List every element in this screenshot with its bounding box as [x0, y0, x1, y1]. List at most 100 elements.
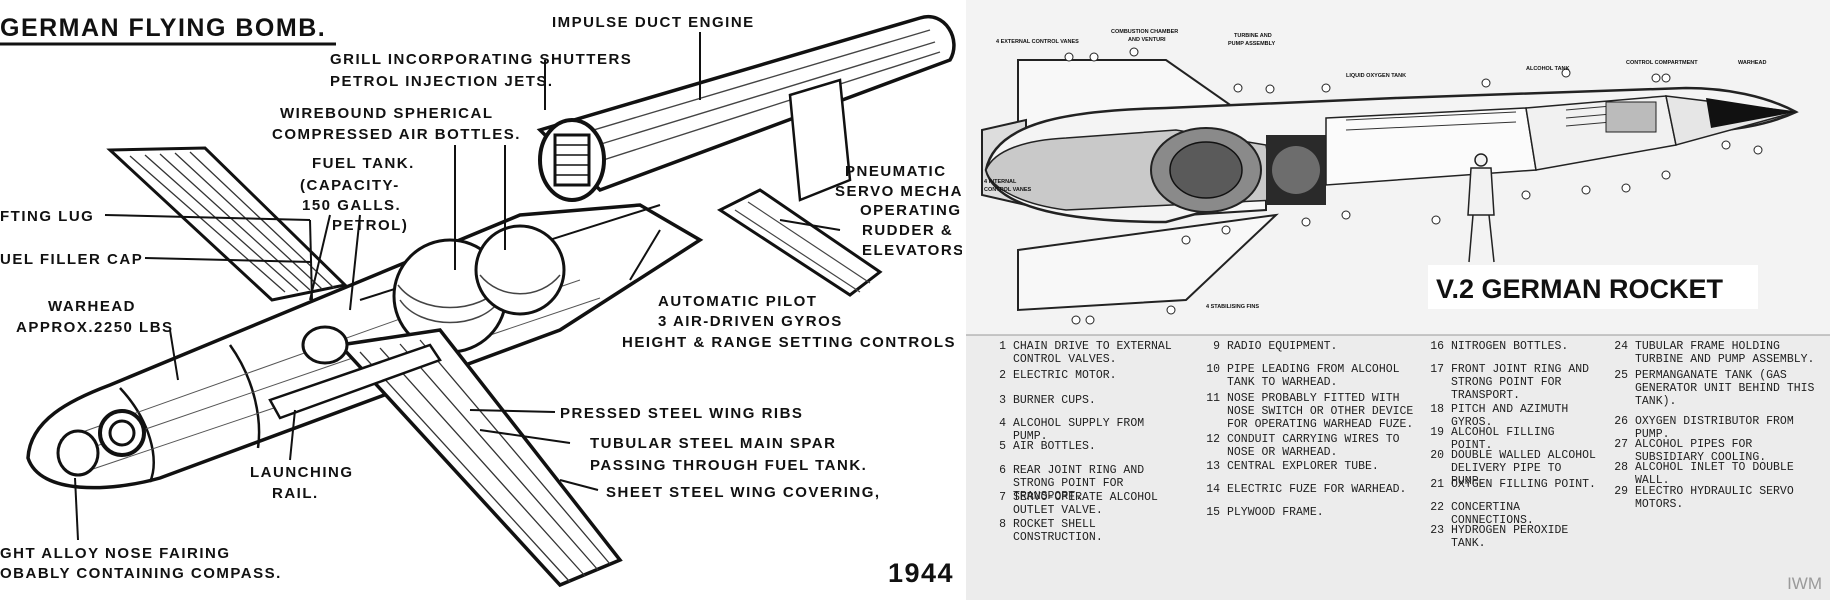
label-pilot-2: 3 AIR-DRIVEN GYROS — [658, 313, 843, 330]
legend-item-text: TUBULAR FRAME HOLDING TURBINE AND PUMP A… — [1635, 340, 1815, 366]
legend-item: 14 ELECTRIC FUZE FOR WARHEAD. — [1198, 483, 1414, 496]
legend-item-text: ALCOHOL SUPPLY FROM PUMP. — [1013, 417, 1145, 443]
label-pilot-3: HEIGHT & RANGE SETTING CONTROLS — [622, 334, 956, 351]
callout-warhead: WARHEAD — [1738, 60, 1766, 66]
legend-item-text: PITCH AND AZIMUTH GYROS. — [1451, 403, 1569, 429]
label-fuel-tank-3: 150 GALLS. — [302, 197, 401, 214]
callout-alcohol-tank: ALCOHOL TANK — [1526, 66, 1570, 72]
callout-int-vanes-2: CONTROL VANES — [984, 187, 1031, 193]
legend-item-text: CHAIN DRIVE TO EXTERNAL CONTROL VALVES. — [1013, 340, 1172, 366]
legend-item-number: 6 — [999, 464, 1006, 477]
iwm-watermark: IWM — [1787, 574, 1822, 593]
leader-lines — [74, 32, 841, 541]
legend-item-text: CONDUIT CARRYING WIRES TO NOSE OR WARHEA… — [1227, 433, 1400, 459]
rocket-body — [984, 86, 1799, 224]
callout-turbine-1: TURBINE AND — [1234, 33, 1272, 39]
nose-fairing — [56, 409, 146, 477]
callout-turbine-2: PUMP ASSEMBLY — [1228, 41, 1276, 47]
legend-item-number: 28 — [1614, 461, 1628, 474]
label-pneumatic-2: SERVO MECHAN — [835, 183, 962, 200]
legend-item-text: ELECTRIC FUZE FOR WARHEAD. — [1227, 483, 1407, 496]
legend-item-text: AIR BOTTLES. — [1013, 440, 1096, 453]
legend-item-number: 4 — [999, 417, 1006, 430]
callout-fins: 4 STABILISING FINS — [1206, 304, 1259, 310]
legend-item-number: 8 — [999, 518, 1006, 531]
label-grill-2: PETROL INJECTION JETS. — [330, 73, 554, 90]
label-fuel-tank-2: (CAPACITY- — [300, 177, 400, 194]
legend-item-number: 7 — [999, 491, 1006, 504]
legend-item-text: ROCKET SHELL CONSTRUCTION. — [1013, 518, 1103, 544]
legend-item-number: 10 — [1206, 363, 1220, 376]
legend-item-text: FRONT JOINT RING AND STRONG POINT FOR TR… — [1451, 363, 1590, 402]
legend: 1 CHAIN DRIVE TO EXTERNAL CONTROL VALVES.… — [984, 340, 1824, 590]
rocket-title: V.2 GERMAN ROCKET — [1436, 274, 1724, 304]
legend-item-number: 18 — [1430, 403, 1444, 416]
legend-item-number: 9 — [1213, 340, 1220, 353]
label-rail-1: LAUNCHING — [250, 464, 354, 481]
legend-item-number: 11 — [1206, 392, 1220, 405]
legend-item-text: HYDROGEN PEROXIDE TANK. — [1451, 524, 1569, 550]
callout-int-vanes-1: 4 INTERNAL — [984, 179, 1017, 185]
label-fuel-tank-1: FUEL TANK. — [312, 155, 415, 172]
legend-item-text: ALCOHOL INLET TO DOUBLE WALL. — [1635, 461, 1794, 487]
label-wirebound-2: COMPRESSED AIR BOTTLES. — [272, 126, 521, 143]
callout-ext-vanes: 4 EXTERNAL CONTROL VANES — [996, 39, 1079, 45]
legend-item-number: 1 — [999, 340, 1006, 353]
label-lifting-lug: FTING LUG — [0, 208, 94, 225]
legend-item-number: 20 — [1430, 449, 1444, 462]
legend-item-text: NOSE PROBABLY FITTED WITH NOSE SWITCH OR… — [1227, 392, 1414, 431]
legend-item-text: BURNER CUPS. — [1013, 394, 1096, 407]
legend-item: 11 NOSE PROBABLY FITTED WITH NOSE SWITCH … — [1198, 392, 1414, 431]
legend-item-text: OXYGEN DISTRIBUTOR FROM PUMP. — [1635, 415, 1794, 441]
label-pilot-1: AUTOMATIC PILOT — [658, 293, 817, 310]
legend-item: 4 ALCOHOL SUPPLY FROM PUMP. — [984, 417, 1184, 443]
scale-figure — [1467, 153, 1495, 263]
legend-item: 20 DOUBLE WALLED ALCOHOL DELIVERY PIPE TO… — [1422, 449, 1600, 488]
label-spar-2: PASSING THROUGH FUEL TANK. — [590, 457, 867, 474]
legend-item-number: 14 — [1206, 483, 1220, 496]
label-fuel-filler: UEL FILLER CAP — [0, 251, 143, 268]
v2-rocket-drawing: 4 EXTERNAL CONTROL VANES COMBUSTION CHAM… — [966, 0, 1830, 600]
legend-item: 3 BURNER CUPS. — [984, 394, 1184, 407]
flying-bomb-title: GERMAN FLYING BOMB. — [0, 14, 326, 42]
legend-item-number: 2 — [999, 369, 1006, 382]
callout-control-comp: CONTROL COMPARTMENT — [1626, 60, 1698, 66]
label-wing-ribs: PRESSED STEEL WING RIBS — [560, 405, 803, 422]
legend-item-text: ELECTRIC MOTOR. — [1013, 369, 1117, 382]
label-warhead-1: WARHEAD — [48, 298, 136, 315]
label-rail-2: RAIL. — [272, 485, 319, 502]
legend-item-text: DOUBLE WALLED ALCOHOL DELIVERY PIPE TO P… — [1451, 449, 1596, 488]
legend-item: 27 ALCOHOL PIPES FOR SUBSIDIARY COOLING. — [1606, 438, 1816, 464]
label-pneumatic-3: OPERATING — [860, 202, 962, 219]
legend-item-text: NITROGEN BOTTLES. — [1451, 340, 1569, 353]
year-label: 1944 — [888, 558, 954, 588]
impulse-duct-engine — [536, 14, 956, 202]
legend-item-number: 3 — [999, 394, 1006, 407]
legend-item-number: 27 — [1614, 438, 1628, 451]
legend-item: 1 CHAIN DRIVE TO EXTERNAL CONTROL VALVES. — [984, 340, 1184, 366]
callout-markers — [1064, 47, 1763, 325]
legend-item-text: ALCOHOL PIPES FOR SUBSIDIARY COOLING. — [1635, 438, 1767, 464]
label-wirebound-1: WIREBOUND SPHERICAL — [280, 105, 494, 122]
callout-combustion-1: COMBUSTION CHAMBER — [1111, 29, 1178, 35]
label-pneumatic-1: PNEUMATIC — [845, 163, 947, 180]
air-bottles — [392, 224, 566, 354]
legend-item: 18 PITCH AND AZIMUTH GYROS. — [1422, 403, 1600, 429]
legend-item-text: OXYGEN FILLING POINT. — [1451, 478, 1596, 491]
legend-item-text: SERVO-OPERATE ALCOHOL OUTLET VALVE. — [1013, 491, 1158, 517]
legend-item-text: ALCOHOL FILLING POINT. — [1451, 426, 1555, 452]
legend-item: 28 ALCOHOL INLET TO DOUBLE WALL. — [1606, 461, 1816, 487]
label-pneumatic-4: RUDDER & — [862, 222, 953, 239]
